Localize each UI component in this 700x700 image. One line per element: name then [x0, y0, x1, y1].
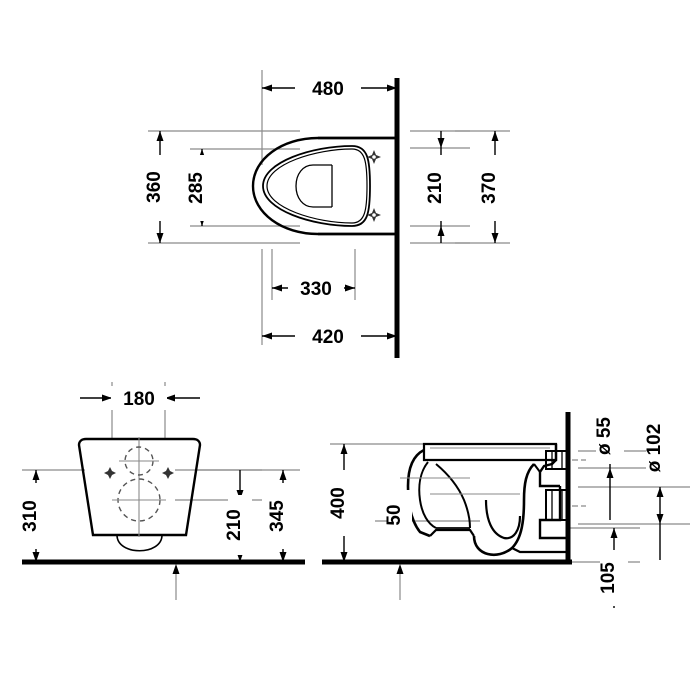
dimension-50: 50 [384, 490, 412, 536]
dimension-105-label: 105 [598, 562, 619, 594]
mounting-bolt-right [162, 467, 174, 479]
dimension-360: 360 [144, 131, 172, 243]
dimension-210-front-label: 210 [224, 509, 245, 541]
dimension-diameter-55-label: ø 55 [594, 417, 615, 455]
dimension-210-top: 210 [425, 131, 453, 243]
wc-plan-outline [251, 136, 397, 236]
dimension-diameter-55: ø 55 [594, 408, 624, 520]
side-view-dimension-lines [330, 443, 690, 563]
dimension-diameter-102-label: ø 102 [644, 424, 665, 473]
dimension-420: 420 [262, 324, 397, 348]
dimension-diameter-102: ø 102 [644, 415, 674, 560]
front-view-group: 180 [20, 382, 305, 600]
top-view-bolt-markers [367, 150, 381, 222]
front-view-center-marks [112, 460, 166, 501]
floor-reference-arrow-front [172, 564, 180, 600]
dimension-105: 105 [598, 528, 628, 608]
dimension-310-label: 310 [20, 500, 41, 532]
mounting-bolt-left [104, 467, 116, 479]
dimension-420-label: 420 [312, 327, 344, 348]
dimension-360-label: 360 [144, 171, 165, 203]
floor-reference-arrow-side [396, 564, 404, 600]
dimension-285: 285 [186, 149, 214, 226]
dimension-285-label: 285 [186, 172, 207, 204]
mounting-bolt-marker-lower [367, 208, 381, 222]
dimension-370: 370 [479, 131, 507, 243]
dimension-210-front: 210 [224, 470, 252, 562]
wc-side-section [400, 442, 566, 557]
dimension-480-label: 480 [312, 79, 344, 100]
front-view-bolt-markers [104, 467, 174, 479]
dimension-310: 310 [20, 470, 48, 562]
dimension-330-label: 330 [300, 279, 332, 300]
mounting-bolt-marker-upper [367, 150, 381, 164]
dimension-50-label: 50 [384, 504, 405, 525]
dimension-210-top-label: 210 [425, 172, 446, 204]
dimension-370-label: 370 [479, 172, 500, 204]
dimension-345-label: 345 [267, 500, 288, 532]
wc-front-outline [77, 437, 202, 552]
dimension-180: 180 [80, 386, 200, 410]
top-view-dimension-lines [148, 70, 510, 345]
dimension-180-label: 180 [123, 389, 155, 410]
dimension-400-label: 400 [328, 487, 349, 519]
top-view-group: 480 360 285 [144, 70, 510, 358]
waste-outlet-port [545, 489, 569, 521]
dimension-330: 330 [272, 276, 355, 300]
dimension-400: 400 [328, 444, 356, 562]
side-view-group: 400 50 ø 55 ø 102 [322, 408, 690, 608]
dimension-480: 480 [262, 76, 397, 100]
dimension-345: 345 [267, 470, 295, 562]
